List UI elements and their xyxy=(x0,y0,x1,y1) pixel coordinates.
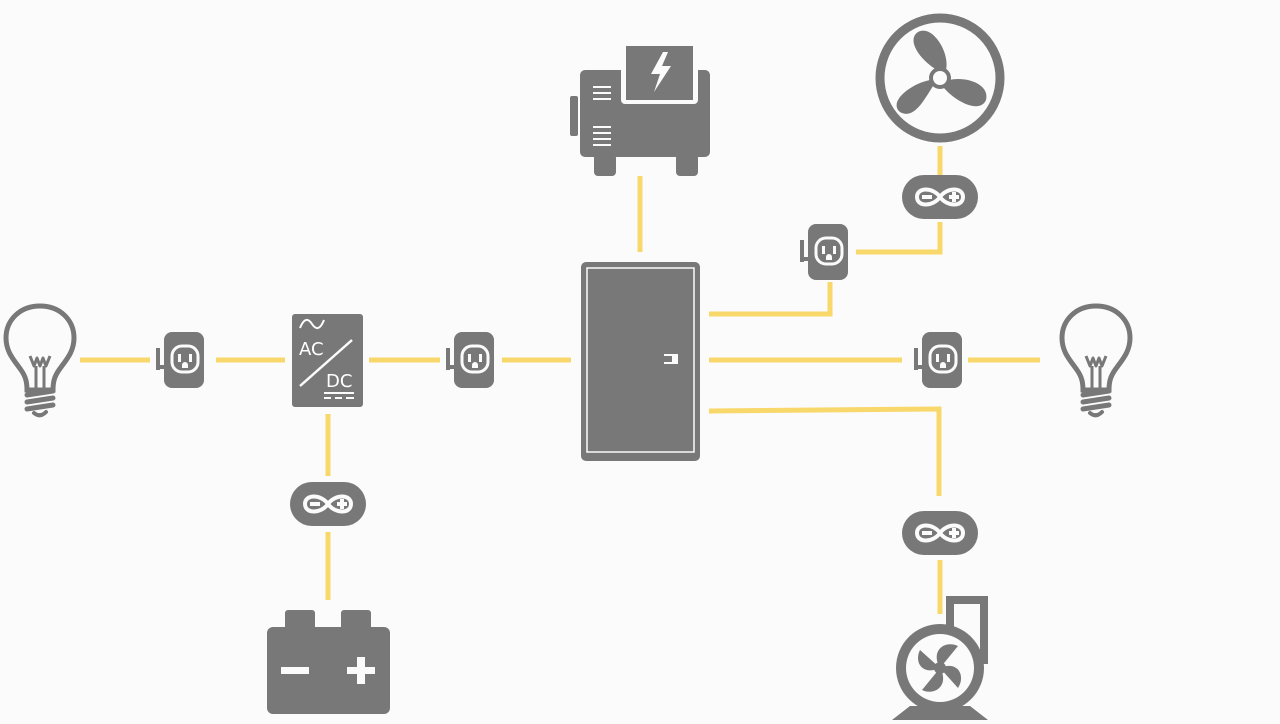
generator-icon xyxy=(570,42,710,176)
breaker-panel-icon xyxy=(581,262,700,461)
inverter-smart-plug-icon xyxy=(444,330,496,390)
pump-icon xyxy=(892,596,988,720)
inverter-ac-label: AC xyxy=(299,339,324,360)
inverter-icon: AC DC xyxy=(292,314,363,407)
inverter-dc-label: DC xyxy=(326,371,352,392)
battery-icon xyxy=(267,610,390,714)
right-smart-plug-icon xyxy=(912,330,964,390)
battery-controller-arduino-icon xyxy=(288,480,368,528)
wire-controller-fan-plug xyxy=(856,222,943,255)
wires xyxy=(80,146,1040,614)
fan-smart-plug-icon xyxy=(798,222,850,282)
fan-icon xyxy=(875,13,1005,143)
left-light-bulb-icon xyxy=(6,306,74,415)
wire-panel-fan-plug xyxy=(709,282,833,317)
right-light-bulb-icon xyxy=(1062,306,1130,415)
wire-panel-pump-controller xyxy=(708,406,942,496)
left-smart-plug-icon xyxy=(154,330,206,390)
fan-controller-arduino-icon xyxy=(900,173,980,221)
pump-controller-arduino-icon xyxy=(900,509,980,557)
